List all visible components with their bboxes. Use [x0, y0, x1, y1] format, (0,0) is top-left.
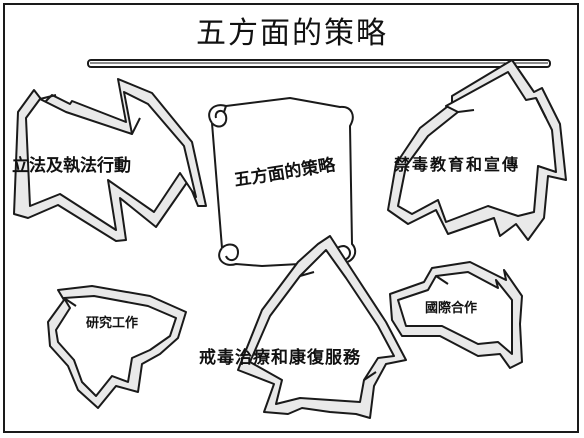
arrow-education	[387, 59, 567, 241]
arrow-treatment	[237, 235, 407, 419]
strategy-label-legal: 立法及執法行動	[12, 156, 131, 176]
strategy-label-education: 禁毒教育和宣傳	[394, 155, 521, 174]
arrow-legal	[13, 78, 207, 242]
page-title: 五方面的策略	[196, 16, 388, 51]
arrow-international	[389, 261, 523, 369]
arrow-research	[47, 285, 187, 409]
strategy-label-treatment: 戒毒治療和康復服務	[199, 348, 361, 368]
strategy-label-international: 國際合作	[425, 301, 478, 316]
strategy-label-research: 研究工作	[86, 316, 139, 331]
